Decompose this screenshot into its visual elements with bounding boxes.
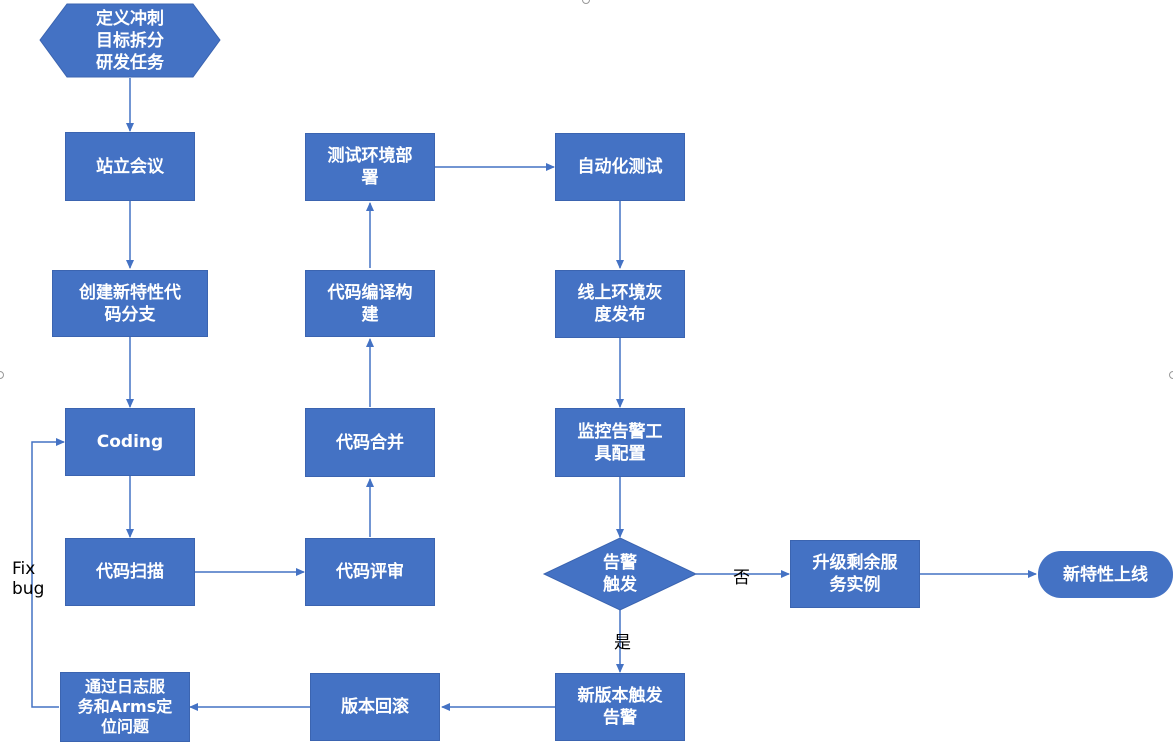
- feature-live-pill-shape: [1038, 551, 1173, 598]
- node-code-review: 代码评审: [305, 538, 435, 606]
- node-alert-triggered: 告警 触发: [570, 544, 670, 604]
- node-code-scan-label: 代码扫描: [96, 562, 164, 582]
- edge-label-no: 否: [733, 568, 750, 588]
- node-define-goal: 定义冲刺 目标拆分 研发任务: [60, 4, 200, 77]
- node-auto-test: 自动化测试: [555, 133, 685, 201]
- node-rollback-label: 版本回滚: [341, 697, 409, 717]
- edge-label-fix-bug: Fix bug: [12, 559, 45, 599]
- canvas-handle-right: [1169, 371, 1173, 379]
- node-compile-build-label: 代码编译构 建: [327, 282, 413, 325]
- node-test-deploy-label: 测试环境部 署: [327, 146, 413, 188]
- node-create-branch-label: 创建新特性代 码分支: [79, 282, 181, 325]
- node-feature-live: 新特性上线: [1038, 551, 1173, 598]
- node-locate-issue-label: 通过日志服 务和Arms定 位问题: [77, 677, 173, 736]
- node-upgrade-remaining: 升级剩余服 务实例: [790, 540, 920, 608]
- node-code-merge: 代码合并: [305, 408, 435, 477]
- node-code-review-label: 代码评审: [336, 562, 404, 582]
- node-upgrade-remaining-label: 升级剩余服 务实例: [812, 553, 898, 595]
- node-coding-label: Coding: [96, 432, 164, 452]
- node-feature-live-label: 新特性上线: [1063, 564, 1148, 585]
- edge-label-yes: 是: [614, 633, 631, 653]
- node-auto-test-label: 自动化测试: [577, 157, 663, 177]
- node-rollback: 版本回滚: [310, 673, 440, 741]
- node-locate-issue: 通过日志服 务和Arms定 位问题: [60, 672, 190, 742]
- node-canary-release: 线上环境灰 度发布: [555, 270, 685, 338]
- node-compile-build: 代码编译构 建: [305, 270, 435, 337]
- node-create-branch: 创建新特性代 码分支: [52, 270, 208, 337]
- node-standup-label: 站立会议: [96, 156, 164, 177]
- node-canary-release-label: 线上环境灰 度发布: [577, 283, 663, 325]
- decision-diamond-shape: [542, 537, 698, 611]
- node-monitor-config-label: 监控告警工 具配置: [577, 421, 663, 464]
- node-standup: 站立会议: [65, 132, 195, 201]
- node-monitor-config: 监控告警工 具配置: [555, 408, 685, 477]
- node-new-version-alert-label: 新版本触发 告警: [577, 686, 663, 728]
- node-coding: Coding: [65, 408, 195, 476]
- start-hexagon-shape: [39, 3, 221, 78]
- node-code-merge-label: 代码合并: [336, 432, 404, 453]
- node-code-scan: 代码扫描: [65, 538, 195, 606]
- node-new-version-alert: 新版本触发 告警: [555, 673, 685, 741]
- node-test-deploy: 测试环境部 署: [305, 133, 435, 201]
- edge-fixbug-loop: [31, 438, 65, 708]
- node-alert-triggered-label: 告警 触发: [603, 553, 637, 595]
- node-define-goal-label: 定义冲刺 目标拆分 研发任务: [96, 8, 164, 73]
